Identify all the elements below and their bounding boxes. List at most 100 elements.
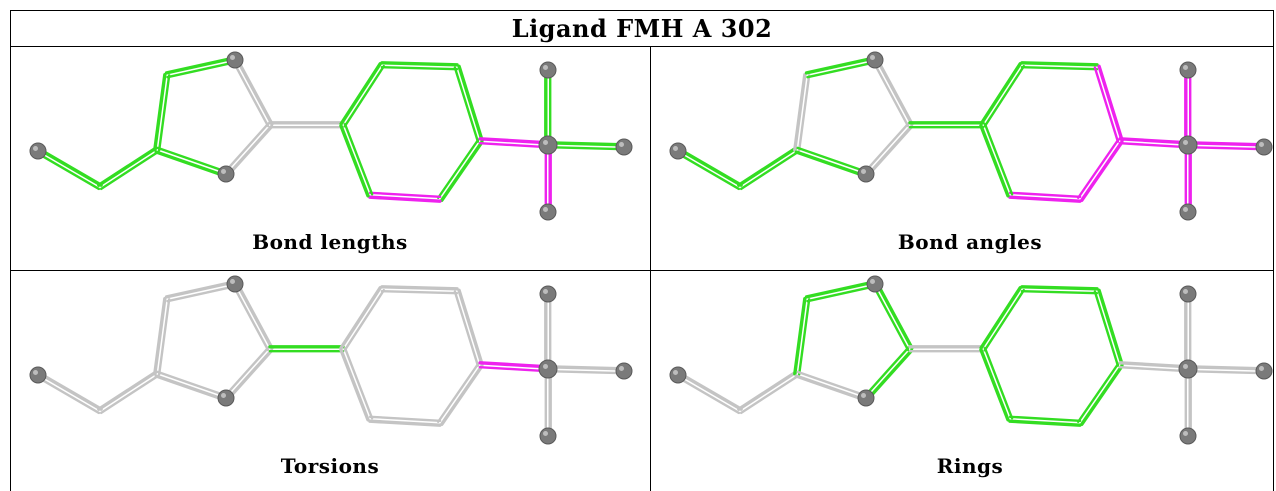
bond-b11 xyxy=(1076,362,1120,423)
atom-highlight xyxy=(230,279,235,284)
bond-b5 xyxy=(235,57,274,126)
panel-bond-lengths: Bond lengths xyxy=(10,47,650,267)
bond-b13 xyxy=(979,124,1010,198)
bond-b9 xyxy=(380,289,459,295)
panel-torsions: Torsions xyxy=(10,271,650,491)
bond-b14 xyxy=(478,137,550,145)
atom-highlight xyxy=(1259,142,1264,147)
bond-b3 xyxy=(797,298,811,376)
bond-b1 xyxy=(35,151,101,191)
atom-highlight xyxy=(221,393,226,398)
bond-b0 xyxy=(156,146,228,174)
bond-b4 xyxy=(806,284,877,303)
atom-highlight xyxy=(1183,289,1188,294)
atom-highlight xyxy=(33,146,38,151)
atom-highlight xyxy=(1259,366,1264,371)
bond-b10 xyxy=(457,288,484,367)
bond-b2 xyxy=(739,150,800,191)
atom-t xyxy=(1178,359,1198,379)
bond-b2 xyxy=(97,370,158,411)
molecule-diagram xyxy=(669,51,1273,221)
atom-highlight xyxy=(1183,65,1188,70)
bond-b16 xyxy=(1186,145,1266,151)
atom-r5 xyxy=(857,389,875,407)
bond-b5 xyxy=(235,281,274,350)
bond-b6 xyxy=(863,122,910,174)
bond-b0 xyxy=(794,374,867,402)
atom-highlight xyxy=(619,366,624,371)
bond-b4 xyxy=(164,280,237,299)
bond-b3 xyxy=(793,73,807,152)
atom-r5 xyxy=(857,165,875,183)
atom-m xyxy=(669,366,687,384)
atom-highlight xyxy=(673,146,678,151)
bond-b16 xyxy=(1186,369,1266,375)
bond-b10 xyxy=(457,64,484,143)
bond-b8 xyxy=(339,62,382,126)
grid-line-center xyxy=(650,46,651,491)
bond-b2 xyxy=(737,370,798,411)
bond-b11 xyxy=(440,364,484,426)
bond-b8 xyxy=(339,286,382,350)
atom-tu xyxy=(1179,285,1197,303)
atom-highlight xyxy=(861,169,866,174)
atom-tr xyxy=(615,362,633,380)
atom-highlight xyxy=(543,289,548,294)
bond-b10 xyxy=(1093,66,1120,143)
atom-highlight xyxy=(1183,207,1188,212)
bond-b0 xyxy=(154,374,227,402)
atom-td xyxy=(1179,203,1197,221)
bond-b16 xyxy=(546,141,626,147)
bond-b9 xyxy=(1020,289,1099,295)
bond-b16 xyxy=(1186,141,1266,147)
bond-b9 xyxy=(380,65,459,71)
atom-r3 xyxy=(226,275,244,293)
grid-line-right xyxy=(1273,10,1274,491)
bond-b16 xyxy=(546,145,626,151)
bond-b5 xyxy=(871,283,910,352)
grid-line-top xyxy=(10,46,1274,47)
bond-b12 xyxy=(1008,195,1082,203)
atom-highlight xyxy=(543,431,548,436)
bond-b1 xyxy=(677,147,743,187)
bond-b9 xyxy=(1020,61,1099,67)
bond-b5 xyxy=(231,283,270,352)
bond-b6 xyxy=(225,348,274,402)
bond-b1 xyxy=(37,147,103,187)
bond-b12 xyxy=(1008,419,1082,427)
bond-b12 xyxy=(1008,191,1082,199)
bond-b11 xyxy=(1080,364,1124,426)
bond-b14 xyxy=(478,141,550,149)
bond-b6 xyxy=(225,124,274,178)
panel-caption: Rings xyxy=(936,454,1004,478)
atom-highlight xyxy=(543,364,548,369)
bond-b0 xyxy=(154,150,227,178)
atom-highlight xyxy=(230,55,235,60)
bond-b1 xyxy=(675,151,741,191)
molecule-diagram xyxy=(29,51,633,221)
bond-b8 xyxy=(343,64,386,128)
atom-r3 xyxy=(226,51,244,69)
bond-b10 xyxy=(453,290,480,367)
bond-b1 xyxy=(675,375,741,415)
atom-m xyxy=(29,142,47,160)
bond-b16 xyxy=(546,369,626,375)
bond-b4 xyxy=(164,56,237,75)
panel-bond-angles: Bond angles xyxy=(650,47,1276,267)
bond-b16 xyxy=(1186,365,1266,371)
bond-b8 xyxy=(983,64,1026,128)
bond-b5 xyxy=(231,59,270,128)
bond-b12 xyxy=(368,191,442,199)
atom-highlight xyxy=(543,207,548,212)
bond-b9 xyxy=(380,61,459,67)
bond-b10 xyxy=(453,66,480,143)
bond-b3 xyxy=(157,298,171,376)
panel-caption: Bond lengths xyxy=(252,230,408,254)
panel-caption: Bond angles xyxy=(897,230,1043,254)
atom-highlight xyxy=(33,370,38,375)
bond-b4 xyxy=(166,284,237,303)
atom-highlight xyxy=(543,140,548,145)
panel-caption: Torsions xyxy=(280,454,380,478)
atom-highlight xyxy=(1183,140,1188,145)
